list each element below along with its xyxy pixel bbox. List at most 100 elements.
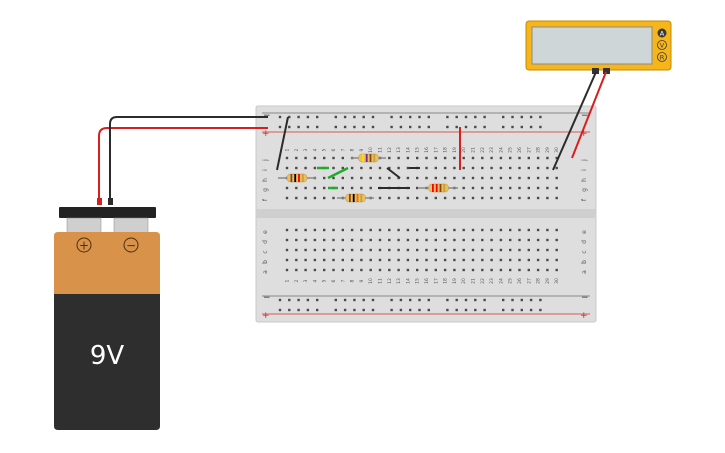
rail-hole-bottom-minus[interactable] xyxy=(334,298,337,302)
hole-b18[interactable] xyxy=(443,258,447,262)
hole-i22[interactable] xyxy=(481,166,484,170)
hole-c8[interactable] xyxy=(350,248,354,252)
hole-h17[interactable] xyxy=(434,176,437,180)
hole-e14[interactable] xyxy=(406,228,410,232)
rail-hole-bottom-minus[interactable] xyxy=(520,298,523,302)
hole-i12[interactable] xyxy=(388,166,391,170)
hole-d16[interactable] xyxy=(425,238,428,242)
hole-i29[interactable] xyxy=(546,166,549,170)
hole-b6[interactable] xyxy=(332,258,335,262)
hole-c28[interactable] xyxy=(536,248,540,252)
hole-c24[interactable] xyxy=(499,248,503,252)
rail-hole-top-minus[interactable] xyxy=(334,115,337,119)
hole-j30[interactable] xyxy=(555,156,558,160)
hole-j20[interactable] xyxy=(462,156,465,160)
hole-a12[interactable] xyxy=(388,268,391,272)
hole-h26[interactable] xyxy=(518,176,521,180)
rail-hole-bottom-minus[interactable] xyxy=(539,298,542,302)
hole-d15[interactable] xyxy=(416,238,419,242)
hole-e30[interactable] xyxy=(555,228,558,232)
hole-e20[interactable] xyxy=(462,228,465,232)
rail-hole-bottom-minus[interactable] xyxy=(390,298,393,302)
hole-j14[interactable] xyxy=(406,156,410,160)
hole-e13[interactable] xyxy=(397,228,400,232)
hole-j22[interactable] xyxy=(481,156,484,160)
hole-f6[interactable] xyxy=(332,196,335,200)
hole-c16[interactable] xyxy=(425,248,428,252)
hole-h29[interactable] xyxy=(546,176,549,180)
hole-b24[interactable] xyxy=(499,258,503,262)
hole-g23[interactable] xyxy=(490,186,493,190)
hole-i17[interactable] xyxy=(434,166,437,170)
hole-j12[interactable] xyxy=(388,156,391,160)
hole-c11[interactable] xyxy=(378,248,382,252)
hole-a28[interactable] xyxy=(536,268,540,272)
hole-f15[interactable] xyxy=(416,196,419,200)
hole-h22[interactable] xyxy=(481,176,484,180)
hole-g4[interactable] xyxy=(313,186,317,190)
rail-hole-bottom-minus[interactable] xyxy=(316,298,319,302)
rail-hole-bottom-plus[interactable] xyxy=(353,308,356,312)
hole-g20[interactable] xyxy=(462,186,465,190)
hole-c21[interactable] xyxy=(471,248,475,252)
rail-hole-bottom-minus[interactable] xyxy=(306,298,310,302)
hole-h16[interactable] xyxy=(425,176,428,180)
rail-hole-top-plus[interactable] xyxy=(353,125,356,129)
hole-c27[interactable] xyxy=(527,248,530,252)
hole-f30[interactable] xyxy=(555,196,558,200)
rail-hole-bottom-minus[interactable] xyxy=(399,298,403,302)
rail-hole-top-plus[interactable] xyxy=(474,125,477,129)
hole-d26[interactable] xyxy=(518,238,521,242)
rail-hole-top-minus[interactable] xyxy=(520,115,523,119)
hole-a24[interactable] xyxy=(499,268,503,272)
rail-hole-top-minus[interactable] xyxy=(446,115,449,119)
hole-b16[interactable] xyxy=(425,258,428,262)
hole-b1[interactable] xyxy=(285,258,289,262)
hole-b5[interactable] xyxy=(323,258,326,262)
rail-hole-top-plus[interactable] xyxy=(297,125,300,129)
rail-hole-top-plus[interactable] xyxy=(529,125,533,129)
hole-d11[interactable] xyxy=(378,238,382,242)
hole-b2[interactable] xyxy=(295,258,298,262)
hole-a5[interactable] xyxy=(323,268,326,272)
hole-h7[interactable] xyxy=(341,176,344,180)
hole-e17[interactable] xyxy=(434,228,437,232)
hole-a18[interactable] xyxy=(443,268,447,272)
hole-f16[interactable] xyxy=(425,196,428,200)
hole-i25[interactable] xyxy=(509,166,512,170)
rail-hole-bottom-plus[interactable] xyxy=(371,308,375,312)
rail-hole-top-minus[interactable] xyxy=(362,115,365,119)
rail-hole-top-minus[interactable] xyxy=(418,115,421,119)
rail-hole-top-plus[interactable] xyxy=(511,125,514,129)
hole-g30[interactable] xyxy=(555,186,558,190)
hole-a22[interactable] xyxy=(481,268,484,272)
rail-hole-bottom-plus[interactable] xyxy=(427,308,430,312)
hole-e10[interactable] xyxy=(369,228,372,232)
hole-j17[interactable] xyxy=(434,156,437,160)
rail-hole-bottom-minus[interactable] xyxy=(446,298,449,302)
hole-a9[interactable] xyxy=(360,268,363,272)
hole-c6[interactable] xyxy=(332,248,335,252)
hole-a3[interactable] xyxy=(304,268,307,272)
rail-hole-bottom-minus[interactable] xyxy=(464,298,468,302)
hole-h15[interactable] xyxy=(416,176,419,180)
hole-a14[interactable] xyxy=(406,268,410,272)
rail-hole-top-plus[interactable] xyxy=(455,125,458,129)
rail-hole-bottom-plus[interactable] xyxy=(474,308,477,312)
rail-hole-top-minus[interactable] xyxy=(502,115,505,119)
hole-f1[interactable] xyxy=(285,196,289,200)
hole-e28[interactable] xyxy=(536,228,540,232)
hole-f22[interactable] xyxy=(481,196,484,200)
hole-b28[interactable] xyxy=(536,258,540,262)
hole-b23[interactable] xyxy=(490,258,493,262)
hole-g25[interactable] xyxy=(509,186,512,190)
hole-h11[interactable] xyxy=(378,176,382,180)
hole-d7[interactable] xyxy=(341,238,344,242)
hole-c9[interactable] xyxy=(360,248,363,252)
hole-c3[interactable] xyxy=(304,248,307,252)
resistor-3[interactable] xyxy=(337,193,374,203)
hole-f21[interactable] xyxy=(471,196,475,200)
multimeter-button-a[interactable] xyxy=(657,28,667,38)
hole-e6[interactable] xyxy=(332,228,335,232)
hole-i19[interactable] xyxy=(453,166,456,170)
